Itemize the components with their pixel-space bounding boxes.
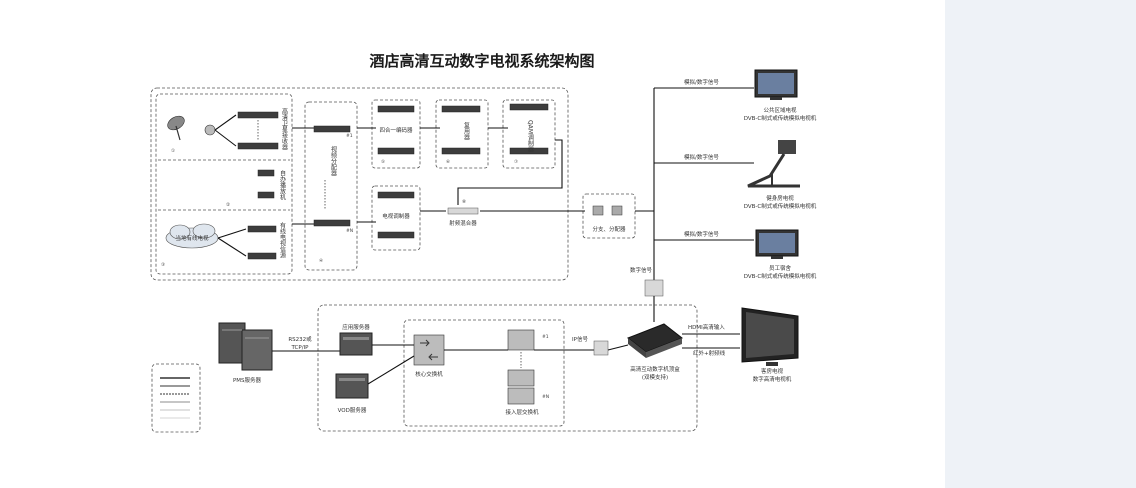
svg-text:#N: #N (346, 228, 353, 234)
legend-box (151, 363, 201, 433)
svg-text:模拟/数字信号: 模拟/数字信号 (684, 153, 719, 161)
svg-text:HDMI高清输入: HDMI高清输入 (688, 323, 725, 331)
hd-sat-receiver-label: 高清卫星接收器 (281, 107, 288, 151)
architecture-diagram: 酒店高清互动数字电视系统架构图 ① 高清卫星接收器 自办播放机 ② 当地有线电视… (150, 52, 817, 433)
satellite-dish-icon (167, 115, 216, 141)
svg-text:高清互动数字机顶盒: 高清互动数字机顶盒 (630, 365, 680, 373)
encoder-label: 四合一编码器 (379, 126, 413, 134)
svg-text:模拟/数字信号: 模拟/数字信号 (684, 78, 719, 86)
svg-text:#1: #1 (542, 334, 549, 340)
svg-text:④: ④ (319, 258, 323, 264)
svg-text:⑥: ⑥ (446, 159, 450, 165)
app-server-icon (339, 332, 373, 356)
svg-text:应用服务器: 应用服务器 (342, 323, 370, 331)
ip-signal-label: IP信号 (572, 335, 588, 343)
switch-region (403, 319, 565, 427)
cable-mod-n (377, 231, 415, 239)
svg-text:客房电视: 客房电视 (761, 367, 784, 375)
encoder-1 (377, 105, 415, 113)
right-sidebar-panel (945, 0, 1136, 488)
distributor-region (304, 101, 358, 271)
cable-modulator-label: 电视调制器 (382, 212, 410, 220)
pms-server-icon (218, 322, 273, 371)
svg-text:②: ② (226, 202, 230, 208)
treadmill-icon (747, 140, 800, 188)
svg-text:公共区域电视: 公共区域电视 (763, 106, 797, 114)
svg-text:(双模支持): (双模支持) (642, 373, 668, 381)
local-player-label: 自办播放机 (279, 169, 286, 201)
public-tv-icon (754, 69, 798, 100)
multiplexer-label: 复用器 (463, 121, 470, 141)
interactive-region (317, 304, 698, 432)
cable-tv-label: 有线电视信源 (279, 221, 286, 259)
qam-1 (509, 103, 549, 111)
svg-text:核心交换机: 核心交换机 (415, 370, 443, 378)
sat-receiver-n (237, 142, 279, 150)
legend-lines (160, 377, 190, 419)
room-tv-icon (741, 307, 799, 366)
video-distributor-label: 视频分配器 (330, 145, 337, 177)
svg-text:健身房电视: 健身房电视 (766, 194, 794, 202)
diagram-title: 酒店高清互动数字电视系统架构图 (369, 52, 594, 70)
splitter-label: 分支、分配器 (592, 225, 626, 233)
outlet-box (644, 279, 664, 297)
svg-text:员工宿舍: 员工宿舍 (769, 264, 792, 272)
svg-text:⑤: ⑤ (381, 159, 385, 165)
svg-text:DVB-C制式或传统模拟电视机: DVB-C制式或传统模拟电视机 (744, 272, 817, 280)
rf-mixer (447, 207, 479, 215)
multiplexer-1 (441, 105, 481, 113)
staff-tv-icon (755, 229, 799, 259)
stb-icon (626, 323, 684, 358)
svg-text:数字高清电视机: 数字高清电视机 (753, 375, 792, 383)
svg-text:①: ① (171, 148, 175, 154)
distributor-n (313, 219, 351, 227)
svg-text:接入层交换机: 接入层交换机 (505, 408, 539, 416)
access-switch-icon (507, 329, 535, 405)
local-player-n (257, 191, 275, 199)
svg-text:#N: #N (542, 394, 549, 400)
sat-receiver-1 (237, 111, 279, 119)
svg-text:红外+射频线: 红外+射频线 (693, 349, 726, 357)
svg-text:DVB-C制式或传统模拟电视机: DVB-C制式或传统模拟电视机 (744, 202, 817, 210)
qam-label: QAM调制器 (527, 120, 534, 153)
cloud-icon (165, 223, 219, 249)
local-player-1 (257, 169, 275, 177)
distributor-1 (313, 125, 351, 133)
cloud-label: 当地有线电视 (175, 234, 209, 242)
pms-server-label: PMS服务器 (233, 376, 262, 384)
svg-text:TCP/IP: TCP/IP (291, 345, 310, 351)
encoder-n (377, 147, 415, 155)
svg-text:⑧: ⑧ (462, 199, 466, 205)
digital-signal-label: 数字信号 (630, 266, 653, 274)
svg-text:DVB-C制式或传统模拟电视机: DVB-C制式或传统模拟电视机 (744, 114, 817, 122)
vod-server-icon (335, 373, 369, 399)
core-switch-icon (413, 334, 445, 366)
rf-mixer-label: 射频混合器 (449, 219, 477, 227)
svg-text:⑦: ⑦ (514, 159, 518, 165)
svg-text:模拟/数字信号: 模拟/数字信号 (684, 230, 719, 238)
cable-mod-1 (377, 191, 415, 199)
qam-n (509, 147, 549, 155)
svg-text:③: ③ (161, 262, 165, 268)
svg-text:RS232或: RS232或 (288, 335, 312, 343)
ip-outlet (593, 340, 609, 356)
sources-region (155, 93, 293, 275)
cable-src-1 (247, 225, 277, 233)
headend-region (150, 87, 569, 281)
svg-text:VOD服务器: VOD服务器 (338, 406, 367, 414)
svg-text:#1: #1 (346, 133, 353, 139)
cable-src-n (247, 252, 277, 260)
multiplexer-n (441, 147, 481, 155)
splitter-icon (592, 205, 623, 216)
